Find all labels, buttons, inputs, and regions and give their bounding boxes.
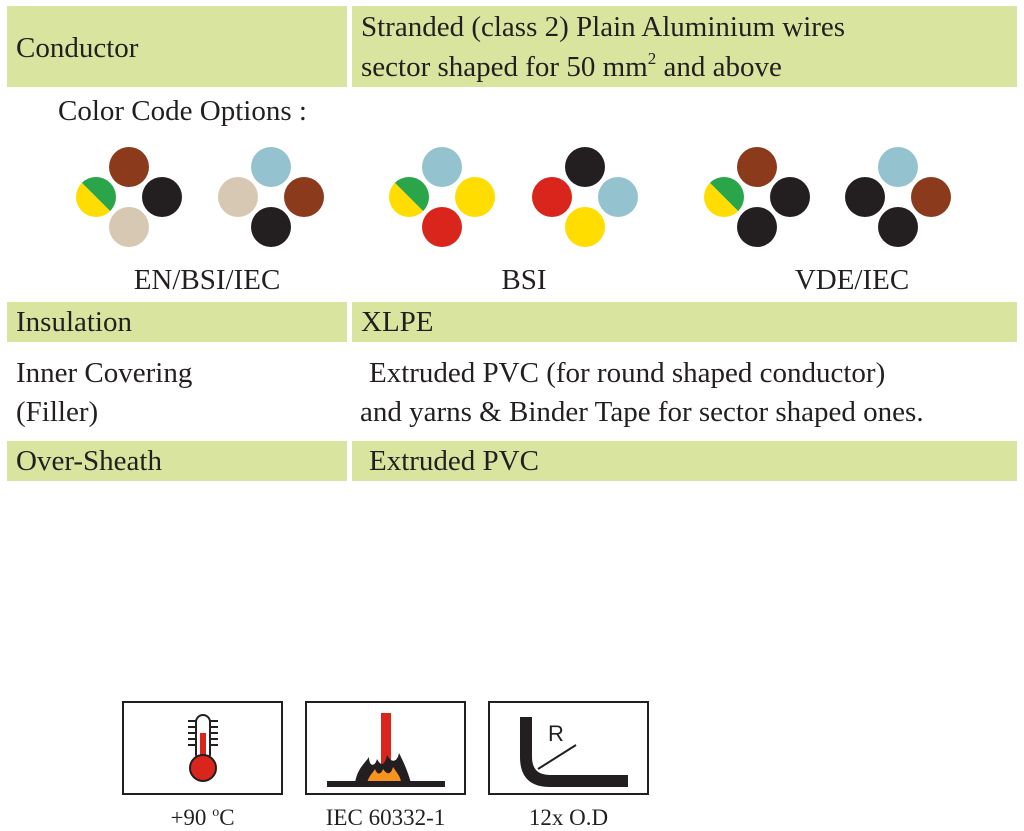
color-group-en-1 (74, 145, 184, 249)
core-bottom-black (251, 207, 291, 247)
core-bottom-beige (109, 207, 149, 247)
inner-covering-value-line2: and yarns & Binder Tape for sector shape… (360, 396, 924, 428)
color-group-vde-1 (702, 145, 812, 249)
core-bottom-yellow (565, 207, 605, 247)
color-group-bsi-1 (387, 145, 497, 249)
core-left-yellow-half (76, 182, 111, 217)
flame-test-label: IEC 60332-1 (325, 805, 446, 830)
core-left-yellow-half (389, 182, 424, 217)
bending-radius-box: R (488, 701, 649, 795)
over-sheath-label-band (7, 441, 347, 481)
scheme-label-bsi: BSI (501, 264, 547, 296)
core-top-light-blue (422, 147, 462, 187)
conductor-value-line1: Stranded (class 2) Plain Aluminium wires (361, 11, 846, 43)
core-right-yellow (455, 177, 495, 217)
degree-sup: o (212, 805, 220, 820)
flame-test-box (305, 701, 466, 795)
conductor-value-band (352, 6, 1017, 87)
core-left-beige (218, 177, 258, 217)
over-sheath-label: Over-Sheath (16, 445, 162, 477)
insulation-label-band (7, 302, 347, 342)
insulation-value: XLPE (361, 306, 434, 338)
core-left-black (845, 177, 885, 217)
core-bottom-black (878, 207, 918, 247)
core-left-green-half (709, 177, 744, 212)
color-group-en-2 (216, 145, 326, 249)
core-top-brown (109, 147, 149, 187)
radius-symbol: R (548, 721, 564, 746)
conductor-label: Conductor (16, 32, 139, 64)
temperature-label: +90 oC (170, 805, 235, 830)
core-right-light-blue (598, 177, 638, 217)
over-sheath-value: Extruded PVC (369, 445, 539, 477)
insulation-label: Insulation (16, 306, 132, 338)
bending-radius-icon: R (520, 717, 628, 787)
conductor-label-band (7, 6, 347, 87)
core-top-light-blue (878, 147, 918, 187)
core-left-green-half (394, 177, 429, 212)
core-top-brown (737, 147, 777, 187)
core-top-black (565, 147, 605, 187)
core-left-red (532, 177, 572, 217)
inner-covering-label-line2: (Filler) (16, 396, 99, 428)
conductor-value-line2: sector shaped for 50 mm2 and above (361, 49, 782, 83)
core-right-brown (911, 177, 951, 217)
thermometer-box (122, 701, 283, 795)
inner-covering-label-line1: Inner Covering (16, 357, 193, 389)
core-bottom-red (422, 207, 462, 247)
scheme-label-en-bsi-iec: EN/BSI/IEC (133, 264, 281, 296)
thermometer-icon (188, 714, 218, 782)
over-sheath-value-band (352, 441, 1017, 481)
core-right-black (770, 177, 810, 217)
color-code-heading: Color Code Options : (58, 95, 307, 127)
color-group-vde-2 (843, 145, 953, 249)
inner-covering-value-line1: Extruded PVC (for round shaped conductor… (369, 357, 886, 389)
core-left-yellow-half (704, 182, 739, 217)
core-top-light-blue (251, 147, 291, 187)
core-right-black (142, 177, 182, 217)
color-group-bsi-2 (530, 145, 640, 249)
insulation-value-band (352, 302, 1017, 342)
bending-radius-label: 12x O.D (528, 805, 609, 830)
core-left-green-half (81, 177, 116, 212)
core-bottom-black (737, 207, 777, 247)
flame-test-icon (327, 713, 445, 787)
scheme-label-vde-iec: VDE/IEC (794, 264, 910, 296)
superscript-2: 2 (647, 49, 657, 68)
core-right-brown (284, 177, 324, 217)
